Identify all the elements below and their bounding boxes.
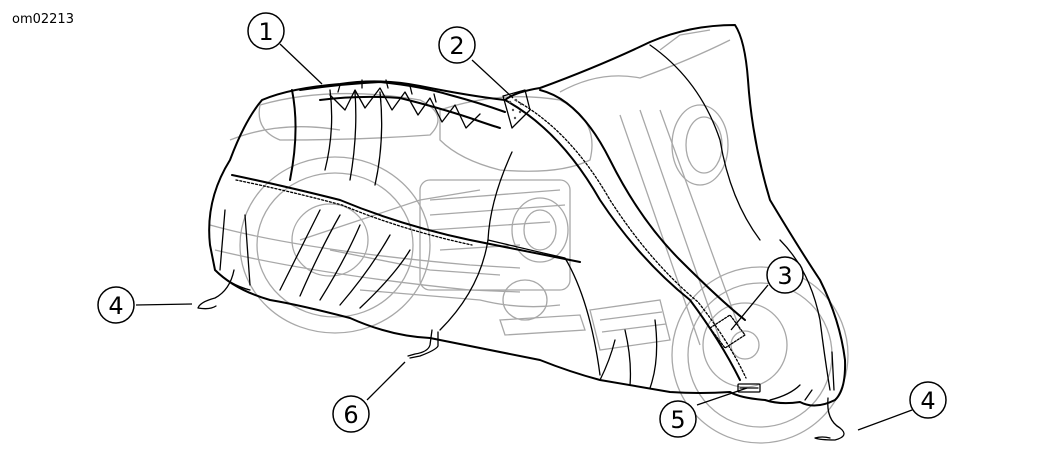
figure-id: om02213 <box>12 12 74 27</box>
callout-2: 2 <box>438 26 476 64</box>
callout-1-label: 1 <box>258 18 273 46</box>
callout-5: 5 <box>659 400 697 438</box>
cover-outline <box>208 24 847 407</box>
rear-wheel <box>239 156 431 334</box>
headlight <box>671 104 729 186</box>
lock-grommet <box>737 383 761 393</box>
exhaust <box>209 224 521 293</box>
engine <box>419 179 571 291</box>
callout-1: 1 <box>247 12 285 50</box>
vent-patch <box>502 89 531 129</box>
motorcycle-illustration <box>209 29 849 444</box>
callout-5-label: 5 <box>670 406 685 434</box>
callout-4-rear: 4 <box>97 286 135 324</box>
callout-6-label: 6 <box>343 401 358 429</box>
cargo-net <box>299 79 506 129</box>
front-wheel <box>671 266 849 444</box>
callout-4-rear-label: 4 <box>108 292 123 320</box>
drawstring-front <box>814 397 845 441</box>
callout-4-front-label: 4 <box>920 387 935 415</box>
callout-3: 3 <box>766 256 804 294</box>
underside-strap <box>407 329 439 359</box>
callout-4-front: 4 <box>909 381 947 419</box>
callout-3-label: 3 <box>777 262 792 290</box>
leader-lines <box>135 43 913 431</box>
brake-disc <box>702 302 788 388</box>
callout-2-label: 2 <box>449 32 464 60</box>
drawstring-rear <box>197 269 235 310</box>
callout-6: 6 <box>332 395 370 433</box>
heat-shield-panel <box>709 314 746 349</box>
cover-silhouette <box>208 24 847 407</box>
